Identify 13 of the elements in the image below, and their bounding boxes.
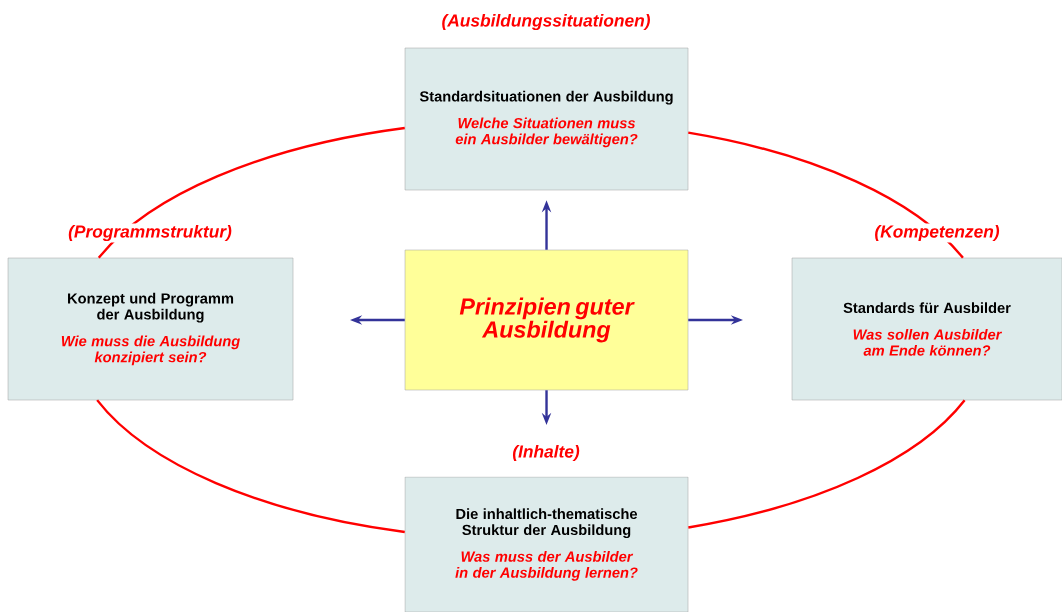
text-box: Konzept und Programm der Ausbildung Wie muss die Ausbildung konzipiert sein?	[7, 257, 294, 401]
box-heading: (Programmstruktur)	[66, 223, 234, 243]
text-box: Standardsituationen der Ausbildung Welche Situationen muss ein Ausbilder bewältigen?	[404, 47, 689, 191]
text-box: Die inhaltlich-thematische Struktur der Ausbildung Was muss der Ausbilder in der Ausbildung lernen?	[404, 476, 689, 612]
ring-arc	[688, 131, 964, 259]
text-box: Prinzipien guter Ausbildung	[404, 249, 689, 391]
ring-arc	[688, 399, 966, 529]
text-box: Standards für Ausbilder Was sollen Ausbilder am Ende können?	[791, 257, 1062, 401]
box-heading: (Inhalte)	[510, 443, 582, 463]
ring-arc	[97, 126, 405, 259]
box-heading: (Kompetenzen)	[873, 223, 1001, 243]
box-heading: (Ausbildungssituationen)	[440, 12, 652, 32]
ring-arc	[96, 399, 405, 534]
